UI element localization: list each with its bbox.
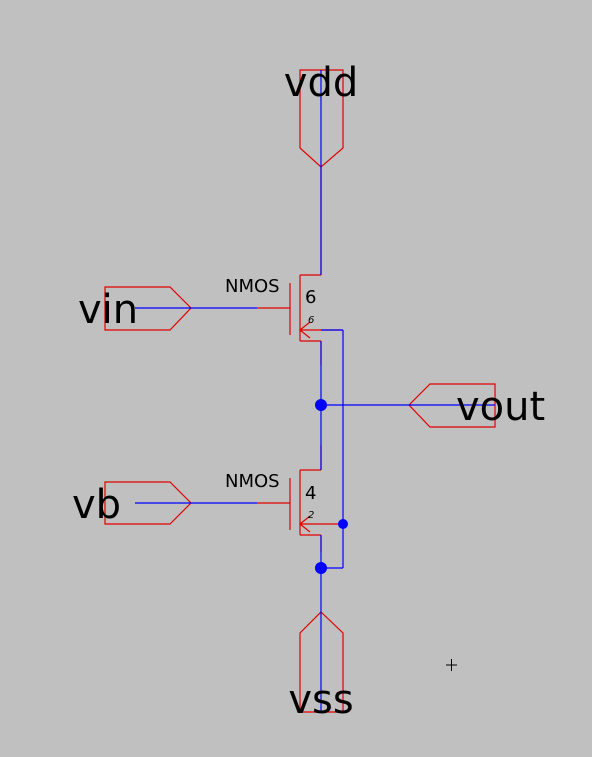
nmos-transistor-m2[interactable] xyxy=(257,445,343,552)
nmos-transistor-m1[interactable] xyxy=(257,167,343,365)
wires xyxy=(135,70,495,712)
device-sub-label-m1: 6 xyxy=(308,315,314,326)
pin-vin-symbol[interactable] xyxy=(104,286,192,331)
crosshair-cursor-icon xyxy=(446,659,457,671)
junction-dot-vss xyxy=(315,562,327,574)
pin-label-vb: vb xyxy=(72,482,121,528)
pin-vb-symbol[interactable] xyxy=(104,481,192,525)
device-number-label-m2: 4 xyxy=(305,483,316,504)
pin-label-vout: vout xyxy=(456,384,545,430)
pin-label-vdd: vdd xyxy=(284,60,358,106)
device-type-label-m2: NMOS xyxy=(225,471,280,492)
pin-vdd-symbol[interactable] xyxy=(299,69,344,168)
junction-dot-bulk xyxy=(338,519,348,529)
device-type-label-m1: NMOS xyxy=(225,276,280,297)
junction-dot-vout xyxy=(315,399,327,411)
device-sub-label-m2: 2 xyxy=(308,510,314,521)
pin-label-vin: vin xyxy=(78,287,138,333)
pin-vout-symbol[interactable] xyxy=(408,383,496,428)
pin-label-vss: vss xyxy=(288,677,353,723)
device-number-label-m1: 6 xyxy=(305,287,316,308)
